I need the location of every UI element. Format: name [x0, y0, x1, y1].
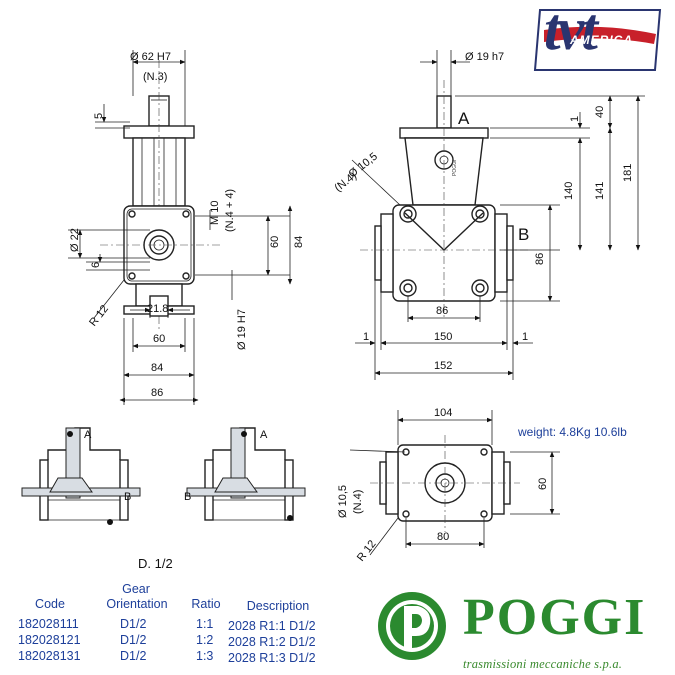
table-cell-ratio-2: 1:2	[196, 633, 214, 647]
tvt-logo-word: tvt	[544, 0, 598, 62]
table-cell-code-3: 182028131	[18, 649, 81, 663]
dim-60-v: 60	[269, 236, 281, 248]
dim-104: 104	[434, 407, 452, 419]
shaft-label-a: A	[458, 109, 470, 128]
table-header-code: Code	[35, 597, 65, 611]
dim-80-b: 80	[437, 531, 449, 543]
table-cell-orientation-2: D1/2	[120, 633, 147, 647]
svg-text:POGGI: POGGI	[452, 160, 458, 176]
dim-d62h7: Ø 62 H7	[130, 51, 171, 63]
table-cell-ratio-3: 1:3	[196, 649, 214, 663]
dim-140: 140	[563, 182, 575, 200]
dim-d19h7-shaft: Ø 19 h7	[465, 51, 504, 63]
dim-n3: (N.3)	[143, 71, 167, 83]
dim-d22: Ø 22	[69, 228, 81, 252]
dim-r12: R 12	[87, 303, 111, 329]
dim-84-v: 84	[293, 236, 305, 248]
dim-84-h: 84	[151, 362, 163, 374]
side-view: POGGI A B Ø 19 h7 1 40 140	[332, 50, 645, 380]
dim-n4-b: (N.4)	[352, 490, 364, 514]
bottom-view: 104 60 Ø 10,5 (N.4) R 12 80	[337, 407, 560, 564]
table-cell-orientation-1: D1/2	[120, 617, 147, 631]
table-cell-code-1: 182028111	[18, 617, 79, 631]
dim-n44: (N.4 + 4)	[224, 189, 236, 232]
table-cell-code-2: 182028121	[18, 633, 81, 647]
dim-21-8: 21.8	[147, 303, 168, 315]
table-cell-description-1: 2028 R1:1 D1/2	[228, 619, 316, 633]
dim-r12-b: R 12	[355, 538, 379, 564]
shaft-label-b: B	[518, 225, 529, 244]
table-header-ratio: Ratio	[191, 597, 221, 611]
sketch-left-b: B	[124, 491, 131, 503]
dim-1-right: 1	[522, 331, 528, 343]
poggi-logo-name: POGGI	[463, 589, 647, 646]
dim-86-holes: 86	[436, 305, 448, 317]
section-sketch-middle: A B	[184, 427, 306, 521]
table-cell-ratio-1: 1:1	[196, 617, 214, 631]
dim-60-h: 60	[153, 333, 165, 345]
table-cell-description-3: 2028 R1:3 D1/2	[228, 651, 316, 665]
dim-152: 152	[434, 360, 452, 372]
weight-note: weight: 4.8Kg 10.6lb	[518, 425, 627, 439]
dim-150: 150	[434, 331, 452, 343]
front-view: Ø 62 H7 (N.3) 5 M 10 (N.4 + 4) Ø 22 6 60…	[68, 50, 305, 405]
dim-86-v: 86	[534, 253, 546, 265]
dim-d19h7: Ø 19 H7	[236, 309, 248, 350]
dim-141: 141	[594, 182, 606, 200]
dim-1-top: 1	[569, 116, 581, 122]
view-label: D. 1/2	[138, 556, 173, 571]
table-cell-description-2: 2028 R1:2 D1/2	[228, 635, 316, 649]
poggi-gear-icon	[378, 592, 446, 660]
dim-60-b: 60	[537, 478, 549, 490]
sketch-mid-a: A	[260, 429, 268, 441]
sketch-mid-b: B	[184, 491, 191, 503]
sketch-left-a: A	[84, 429, 92, 441]
table-cell-orientation-3: D1/2	[120, 649, 147, 663]
tvt-america-logo	[533, 9, 662, 71]
table-header-orientation: Orientation	[106, 597, 168, 611]
dim-5: 5	[93, 113, 105, 119]
section-sketch-left: A B	[21, 427, 141, 525]
table-header-description: Description	[246, 599, 310, 613]
dim-m10: M 10	[209, 201, 221, 225]
poggi-tagline: trasmissioni meccaniche s.p.a.	[463, 657, 623, 671]
table-header-gear: Gear	[122, 582, 150, 596]
tvt-logo-america: AMERICA	[570, 33, 633, 47]
dim-d10-5-b: Ø 10,5	[337, 485, 349, 518]
dim-86-h: 86	[151, 387, 163, 399]
tvt-logo-text: tvt AMERICA	[530, 0, 666, 75]
dim-6: 6	[90, 262, 102, 268]
dim-181: 181	[622, 164, 634, 182]
dim-1-left: 1	[363, 331, 369, 343]
dim-40: 40	[594, 106, 606, 118]
